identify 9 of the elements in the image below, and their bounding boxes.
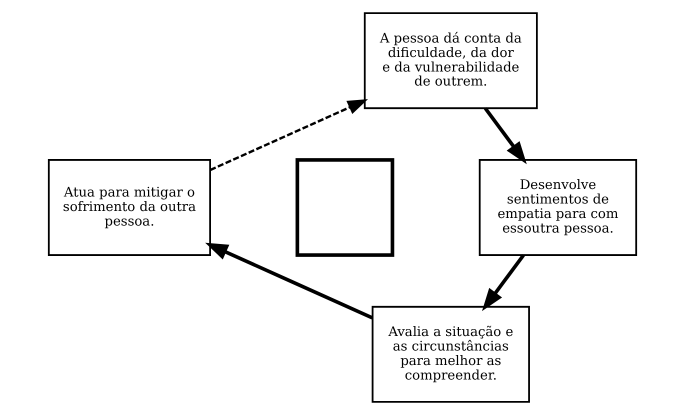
arrow bbox=[482, 254, 524, 312]
node-cross bbox=[295, 158, 394, 257]
arrow bbox=[204, 242, 373, 320]
arrow bbox=[483, 107, 526, 164]
node-box: Avalia a situação e as circunstâncias para melhor as compreender. bbox=[371, 306, 530, 403]
arrow bbox=[209, 99, 368, 172]
node-box: Atua para mitigar o sofrimento da outra pessoa. bbox=[47, 159, 210, 256]
node-box: A pessoa dá conta da dificuldade, da dor e da vulnerabilidade de outrem. bbox=[363, 12, 538, 110]
node-box: Desenvolve sentimentos de empatia para com essoutra pessoa. bbox=[478, 159, 637, 256]
